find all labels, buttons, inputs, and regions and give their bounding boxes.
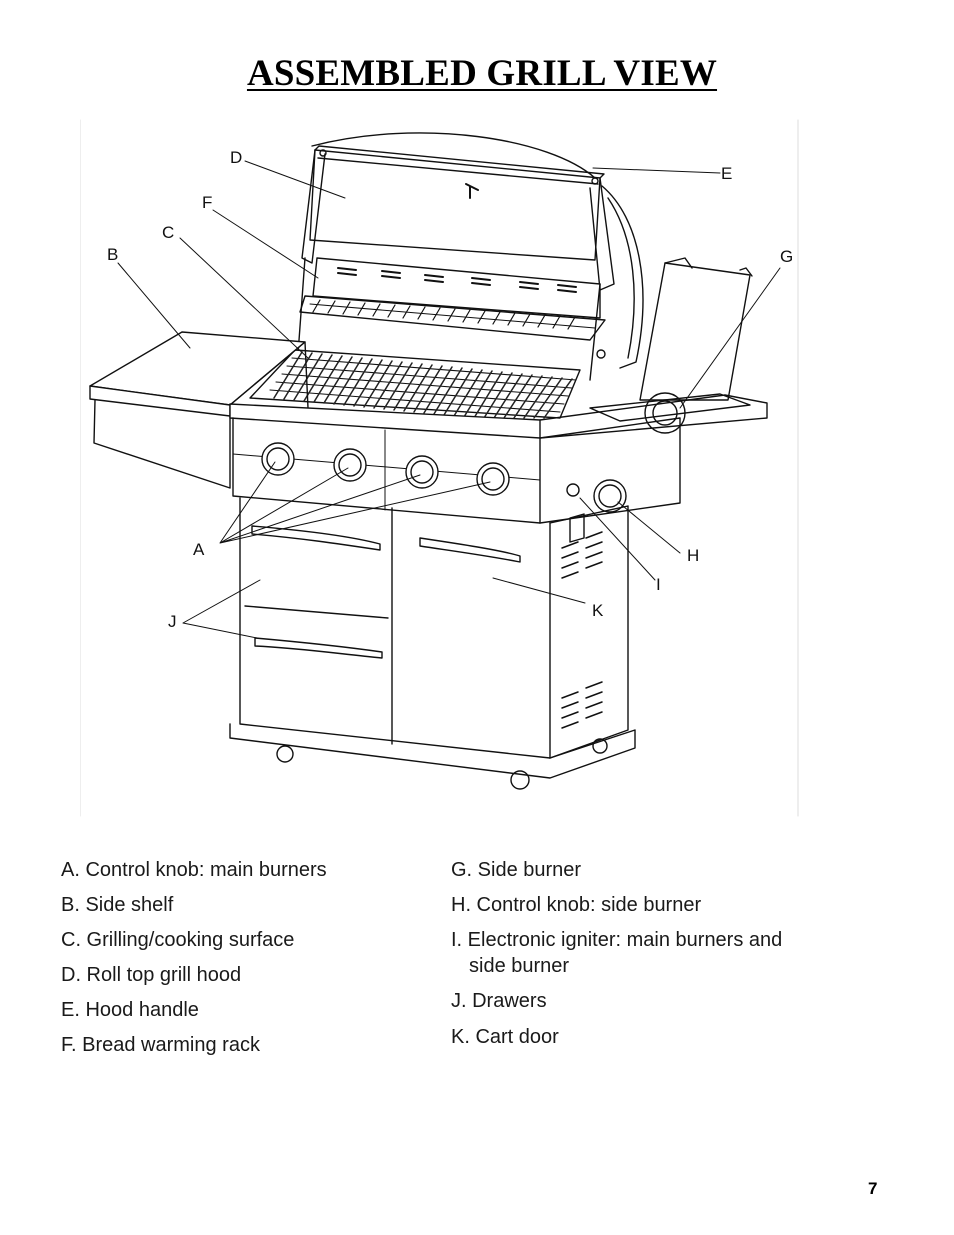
callout-h: H — [687, 546, 699, 565]
legend-item-h: H. Control knob: side burner — [451, 894, 702, 916]
cooking-surface — [249, 349, 581, 419]
callout-j: J — [168, 612, 177, 631]
cart-body — [229, 497, 636, 790]
callout-g: G — [780, 247, 793, 266]
legend-item-k: K. Cart door — [451, 1026, 559, 1048]
control-panel — [229, 403, 541, 524]
callout-k: K — [592, 601, 604, 620]
callout-b: B — [107, 245, 118, 264]
side-burner — [539, 257, 768, 524]
legend-item-d: D. Roll top grill hood — [61, 964, 242, 986]
legend-item-c: C. Grilling/cooking surface — [61, 929, 295, 951]
legend-item-e: E. Hood handle — [61, 999, 199, 1021]
bread-warming-rack — [297, 257, 606, 381]
legend-item-j: J. Drawers — [451, 990, 547, 1012]
grill-drawing: D E F C B G A H I K J — [80, 119, 799, 817]
callout-leaders — [117, 160, 781, 639]
grill-illustration: D E F C B G A H I K J — [80, 118, 800, 818]
legend-item-b: B. Side shelf — [61, 894, 174, 916]
callout-f: F — [202, 193, 212, 212]
callout-i: I — [656, 575, 661, 594]
legend-item-i: I. Electronic igniter: main burners and — [451, 929, 783, 951]
legend-item-g: G. Side burner — [451, 859, 582, 881]
page-title: ASSEMBLED GRILL VIEW — [246, 53, 718, 94]
page-number: 7 — [868, 1179, 878, 1198]
roll-top-hood — [301, 132, 644, 369]
callout-c: C — [162, 223, 174, 242]
callout-d: D — [230, 148, 242, 167]
callout-e: E — [721, 164, 732, 183]
legend-item-a: A. Control knob: main burners — [61, 859, 327, 881]
legend-item-f: F. Bread warming rack — [61, 1034, 260, 1056]
legend-item-i-continued: side burner — [469, 955, 570, 977]
callout-a: A — [193, 540, 205, 559]
